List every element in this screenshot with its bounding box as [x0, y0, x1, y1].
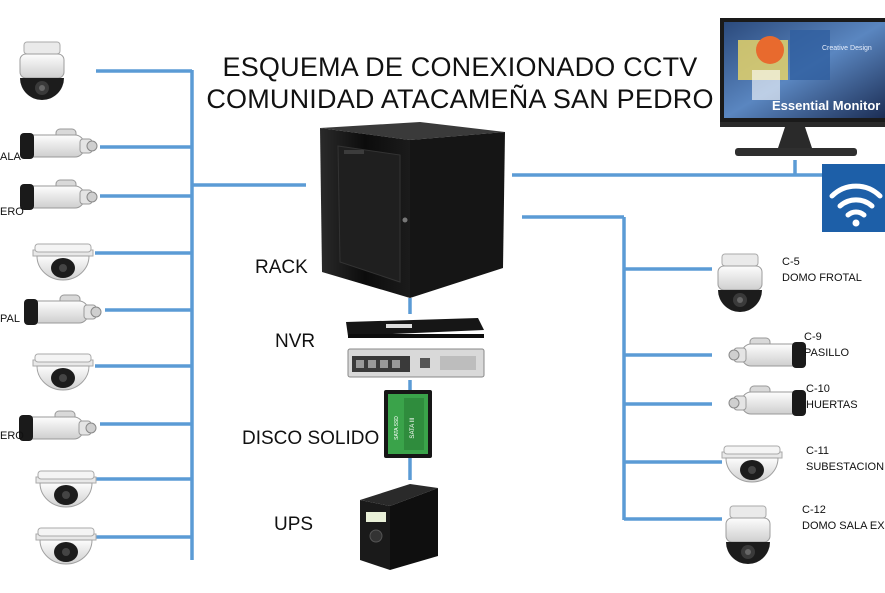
camera-label-c10: C-10 HUERTAS: [806, 381, 858, 413]
left-camera-label: ERO: [0, 206, 24, 218]
camera-name: HUERTAS: [806, 399, 858, 411]
ssd-icon: SATA III SATA SSD: [384, 390, 432, 458]
camera-id: C-12: [802, 504, 826, 516]
bullet-camera-icon: [19, 128, 98, 160]
monitor-icon: Creative Design Essential Monitor: [720, 18, 885, 156]
ssd-sub-label: SATA SSD: [394, 416, 400, 440]
camera-id: C-11: [806, 445, 830, 457]
camera-name: DOMO SALA EX: [802, 520, 885, 532]
bullet-camera-icon: [23, 294, 102, 326]
wifi-icon: [822, 164, 885, 232]
camera-name: DOMO FROTAL: [782, 272, 862, 284]
camera-id: C-9: [804, 331, 822, 343]
bullet-camera-icon: [728, 337, 807, 369]
ssd-label: SATA III: [410, 417, 416, 438]
dome-camera-icon: [32, 243, 94, 281]
dome-camera-icon: [35, 470, 97, 508]
diagram-title-line-1: ESQUEMA DE CONEXIONADO CCTV: [222, 52, 698, 82]
camera-label-c12: C-12 DOMO SALA EX: [802, 502, 885, 534]
left-camera-label: PAL: [0, 313, 20, 325]
bullet-camera-icon: [18, 410, 97, 442]
dome-camera-icon: [721, 445, 783, 483]
ups-label: UPS: [274, 514, 314, 535]
dome-camera-icon: [32, 353, 94, 391]
disk-label: DISCO SOLIDO: [242, 428, 380, 449]
left-camera-label: ERO: [0, 430, 24, 442]
nvr-label: NVR: [275, 331, 316, 352]
camera-label-c11: C-11 SUBESTACION: [806, 443, 884, 475]
left-cable-bus: [95, 69, 306, 560]
ups-icon: [360, 484, 438, 570]
left-camera-label: ALA: [0, 151, 21, 163]
monitor-brand: Essential Monitor: [772, 98, 880, 113]
ptz-camera-icon: [717, 253, 763, 313]
ptz-camera-icon: [19, 41, 65, 101]
camera-label-c9: C-9 PASILLO: [804, 329, 849, 361]
camera-label-c5: C-5 DOMO FROTAL: [782, 254, 862, 286]
rack-label: RACK: [255, 257, 308, 278]
ptz-camera-icon: [725, 505, 771, 565]
camera-name: SUBESTACION: [806, 461, 885, 473]
camera-id: C-10: [806, 383, 830, 395]
bullet-camera-icon: [19, 179, 98, 211]
diagram-title-line-2: COMUNIDAD ATACAMEÑA SAN PEDRO: [206, 84, 714, 114]
camera-id: C-5: [782, 256, 800, 268]
nvr-recorder-icon: [346, 318, 485, 378]
dome-camera-icon: [35, 527, 97, 565]
bullet-camera-icon: [728, 385, 807, 417]
monitor-wallpaper-text: Creative Design: [822, 45, 872, 52]
camera-name: PASILLO: [804, 347, 850, 359]
rack-cabinet-icon: [320, 122, 505, 298]
